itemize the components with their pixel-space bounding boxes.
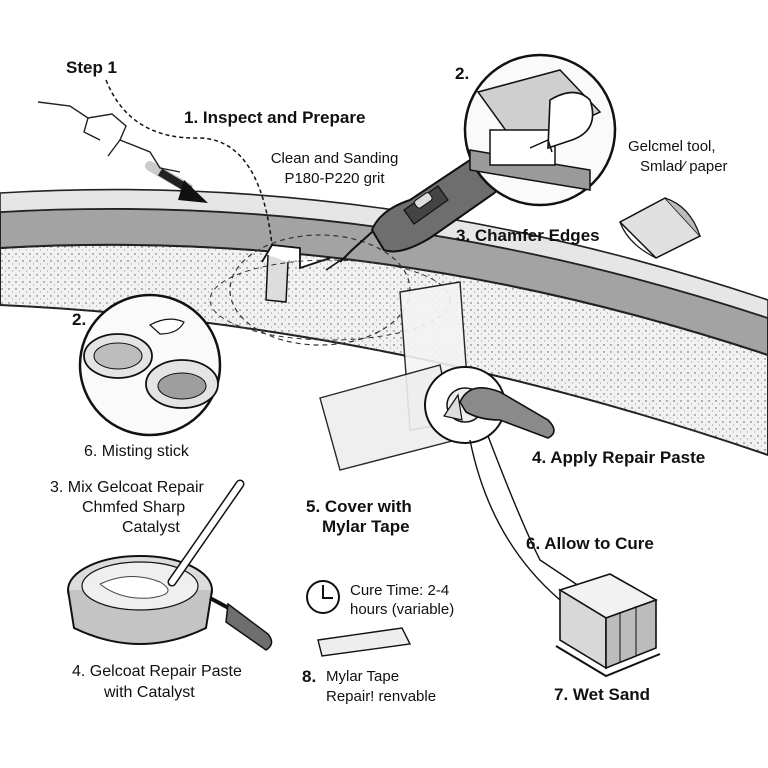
clean-label-2: P180-P220 grit [284,170,385,187]
sandpaper-icon [618,197,702,259]
clean-label-1: Clean and Sanding [270,150,399,167]
sanding-block-icon [555,573,661,678]
mylar-number: 8. [302,667,317,686]
step2-left-label: 2. [72,310,87,329]
arrow-icon [145,161,208,203]
cure-label: 6. Allow to Cure [526,534,654,553]
clock-icon [306,580,340,614]
cure-time-label-1: Cure Time: 2-4 [350,582,450,599]
paste-bowl-icon [67,555,213,645]
cure-time-label-2: hours (variable) [350,601,455,618]
mix-label-1: 3. Mix Gelcoat Repair [50,479,204,496]
chamfer-label: 3. Chamfer Edges [456,226,600,245]
gelcoat-paste-label-2: with Catalyst [104,684,195,701]
gelcoat-tool-label-2: Smlad⁄ paper [640,158,728,175]
gelcoat-tool-label-1: Gelcmel tool, [628,138,716,155]
step1-label: Step 1 [66,58,118,77]
mix-label-3: Catalyst [122,519,180,536]
crack-icon [37,101,181,173]
mylar-label-2: Repair! renvable [326,688,437,705]
mixing-bowls-icon [78,293,222,437]
stirring-stick-icon [167,479,273,651]
gelcoat-paste-label-1: 4. Gelcoat Repair Paste [72,663,242,680]
spatula-icon [443,386,555,439]
cover-label-1: 5. Cover with [306,497,412,516]
step2-top-label: 2. [455,64,470,83]
cover-label-2: Mylar Tape [322,517,410,536]
apply-paste-label: 4. Apply Repair Paste [532,448,706,467]
mylar-strip-icon [317,627,412,657]
inspect-label: 1. Inspect and Prepare [184,108,366,127]
misting-label: 6. Misting stick [84,443,189,460]
wet-sand-label: 7. Wet Sand [554,685,651,704]
mylar-label-1: Mylar Tape [326,668,400,685]
tape-roll-icon [319,281,640,601]
magnifier-icon [463,53,617,207]
sander-tool-icon [325,139,503,271]
mix-label-2: Chmfed Sharp [82,499,186,516]
leader-line [105,79,273,246]
